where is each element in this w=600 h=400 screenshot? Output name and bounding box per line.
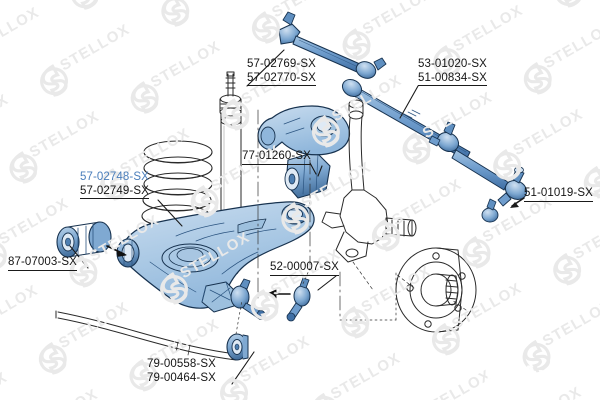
label-87-07003: 87-07003-SX bbox=[8, 256, 77, 271]
centre-drag-link bbox=[341, 78, 509, 191]
label-57-02748: 57-02748-SX 57-02749-SX bbox=[80, 171, 149, 199]
label-line-2: 79-00464-SX bbox=[147, 371, 216, 384]
label-line-1: 53-01020-SX bbox=[418, 58, 487, 70]
label-line-1: 52-00007-SX bbox=[270, 261, 339, 273]
label-line-2: 51-00834-SX bbox=[418, 71, 487, 84]
label-line-2: 57-02770-SX bbox=[247, 71, 316, 84]
label-51-01019: 51-01019-SX bbox=[524, 187, 593, 202]
label-77-01260: 77-01260-SX bbox=[242, 150, 311, 165]
ball-joint-part bbox=[286, 277, 311, 322]
wheel-hub bbox=[395, 247, 477, 333]
outer-tie-rod-end-lower bbox=[481, 198, 499, 223]
steering-idler-arm bbox=[257, 105, 351, 156]
label-57-02769: 57-02769-SX 57-02770-SX bbox=[247, 58, 316, 86]
ball-joint-mounted bbox=[201, 278, 266, 320]
label-line-2: 57-02749-SX bbox=[80, 184, 149, 197]
assembly-arrow-balljoint bbox=[266, 289, 291, 299]
stabiliser-link-bush bbox=[226, 333, 249, 361]
control-arm-bush-part bbox=[56, 221, 112, 258]
label-line-1: 77-01260-SX bbox=[242, 150, 311, 162]
label-53-01020: 53-01020-SX 51-00834-SX bbox=[418, 58, 487, 86]
label-line-1: 51-01019-SX bbox=[524, 187, 593, 199]
label-line-1: 87-07003-SX bbox=[8, 256, 77, 268]
label-line-1: 57-02748-SX bbox=[80, 171, 149, 183]
label-line-1: 79-00558-SX bbox=[147, 358, 216, 370]
label-line-1: 57-02769-SX bbox=[247, 58, 316, 70]
control-arm-bush-rear-socket bbox=[281, 203, 309, 225]
label-52-00007: 52-00007-SX bbox=[270, 261, 339, 276]
stabiliser-bar bbox=[55, 310, 237, 361]
label-79-00558: 79-00558-SX 79-00464-SX bbox=[147, 358, 216, 385]
